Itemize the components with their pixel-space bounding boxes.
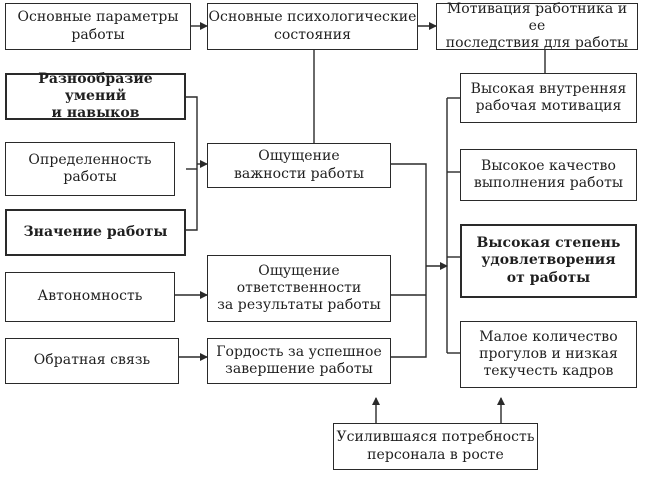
outcome-high-quality: Высокое качество выполнения работы [460,149,637,201]
outcome-internal-motivation: Высокая внутренняя рабочая мотивация [460,73,637,123]
outcome-low-absenteeism: Малое количество прогулов и низкая текуч… [460,321,637,388]
outcome-high-quality-label: Высокое качество выполнения работы [473,157,624,191]
outcome-satisfaction: Высокая степень удовлетворения от работы [460,224,637,298]
header-parameters: Основные параметры работы [5,3,191,50]
parameter-autonomy-label: Автономность [37,288,143,305]
state-pride-link [391,266,427,358]
parameter-skill-variety-label: Разнообразие умений и навыков [38,70,153,122]
outcome-low-absenteeism-label: Малое количество прогулов и низкая текуч… [479,328,618,380]
state-responsibility-label: Ощущение ответственности за результаты р… [217,262,381,314]
state-importance: Ощущение важности работы [207,143,391,188]
parameter-group-bracket [186,96,198,231]
header-psychological-states-label: Основные психологические состояния [208,9,417,43]
header-parameters-label: Основные параметры работы [17,9,179,43]
state-pride: Гордость за успешное завершение работы [207,338,391,384]
state-pride-label: Гордость за успешное завершение работы [216,343,382,377]
parameter-skill-variety: Разнообразие умений и навыков [5,70,186,122]
state-importance-link [391,163,427,266]
header-motivation-results: Мотивация работника и ее последствия для… [436,0,638,52]
parameter-task-significance: Значение работы [5,209,186,256]
state-importance-label: Ощущение важности работы [233,148,365,182]
growth-need-moderator-label: Усилившаяся потребность персонала в рост… [336,429,535,463]
parameter-task-identity: Определенность работы [5,142,175,196]
state-responsibility: Ощущение ответственности за результаты р… [207,255,391,322]
parameter-task-significance-label: Значение работы [23,223,168,240]
growth-need-moderator: Усилившаяся потребность персонала в рост… [333,423,538,470]
parameter-feedback: Обратная связь [5,338,179,384]
parameter-task-identity-label: Определенность работы [28,151,152,185]
parameter-autonomy: Автономность [5,272,175,322]
parameter-feedback-label: Обратная связь [33,352,151,369]
header-motivation-results-label: Мотивация работника и ее последствия для… [445,0,629,52]
header-psychological-states: Основные психологические состояния [207,3,418,50]
outcome-satisfaction-label: Высокая степень удовлетворения от работы [476,235,621,286]
outcome-internal-motivation-label: Высокая внутренняя рабочая мотивация [470,80,627,114]
